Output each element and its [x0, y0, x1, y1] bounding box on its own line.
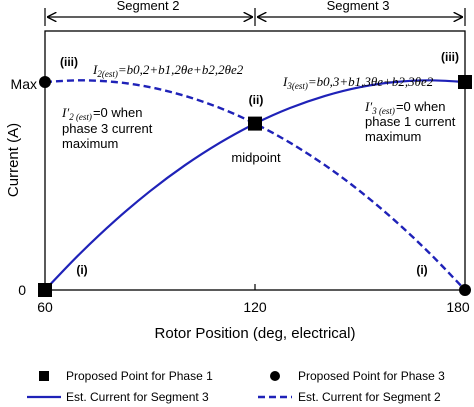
x-tick-label-60: 60: [37, 299, 53, 315]
legend: Proposed Point for Phase 1 Proposed Poin…: [27, 369, 445, 404]
deriv2-line3: maximum: [62, 136, 118, 151]
deriv3-line3: maximum: [365, 129, 421, 144]
legend-label-phase-3: Proposed Point for Phase 3: [298, 369, 445, 383]
label-i-right: (i): [416, 263, 427, 277]
deriv2-line2: phase 3 current: [62, 121, 153, 136]
equation-segment-2: I2(est)=b0,2+b1,2θe+b2,2θe2: [92, 62, 244, 79]
segment-3-label: Segment 3: [327, 0, 390, 13]
axis-ticks: [44, 81, 466, 291]
legend-square-marker: [39, 371, 49, 381]
legend-label-phase-1: Proposed Point for Phase 1: [66, 369, 213, 383]
equation-segment-3: I3(est)=b0,3+b1,3θe+b2,3θe2: [282, 74, 434, 91]
svg-text:I′2 (est)=0 when: I′2 (est)=0 when: [61, 105, 142, 122]
series-segment-2-line: [44, 79, 466, 291]
legend-circle-marker: [270, 371, 280, 381]
svg-text:I′3 (est)=0 when: I′3 (est)=0 when: [364, 99, 445, 116]
label-midpoint: midpoint: [231, 150, 281, 165]
x-tick-label-120: 120: [243, 299, 267, 315]
label-iii-left: (iii): [60, 55, 78, 69]
phase-3-circle-marker-4: [249, 117, 261, 130]
x-axis-title: Rotor Position (deg, electrical): [155, 325, 356, 342]
label-i-left: (i): [76, 263, 87, 277]
derivative-note-segment-2: I′2 (est)=0 when phase 3 current maximum: [61, 105, 153, 151]
legend-label-segment-3: Est. Current for Segment 3: [66, 390, 209, 404]
legend-label-segment-2: Est. Current for Segment 2: [298, 390, 441, 404]
segment-2-label: Segment 2: [117, 0, 180, 13]
label-iii-right: (iii): [441, 50, 459, 64]
phase-1-square-marker-2: [458, 75, 472, 89]
derivative-note-segment-3: I′3 (est)=0 when phase 1 current maximum: [364, 99, 456, 144]
segment-brackets: Segment 2 Segment 3: [44, 0, 466, 26]
y-axis-title: Current (A): [5, 123, 22, 197]
deriv3-line2: phase 1 current: [365, 114, 456, 129]
y-tick-label-0: 0: [18, 282, 26, 298]
label-ii-middle: (ii): [249, 93, 264, 107]
y-tick-label-max: Max: [11, 76, 37, 92]
x-tick-label-180: 180: [446, 299, 470, 315]
